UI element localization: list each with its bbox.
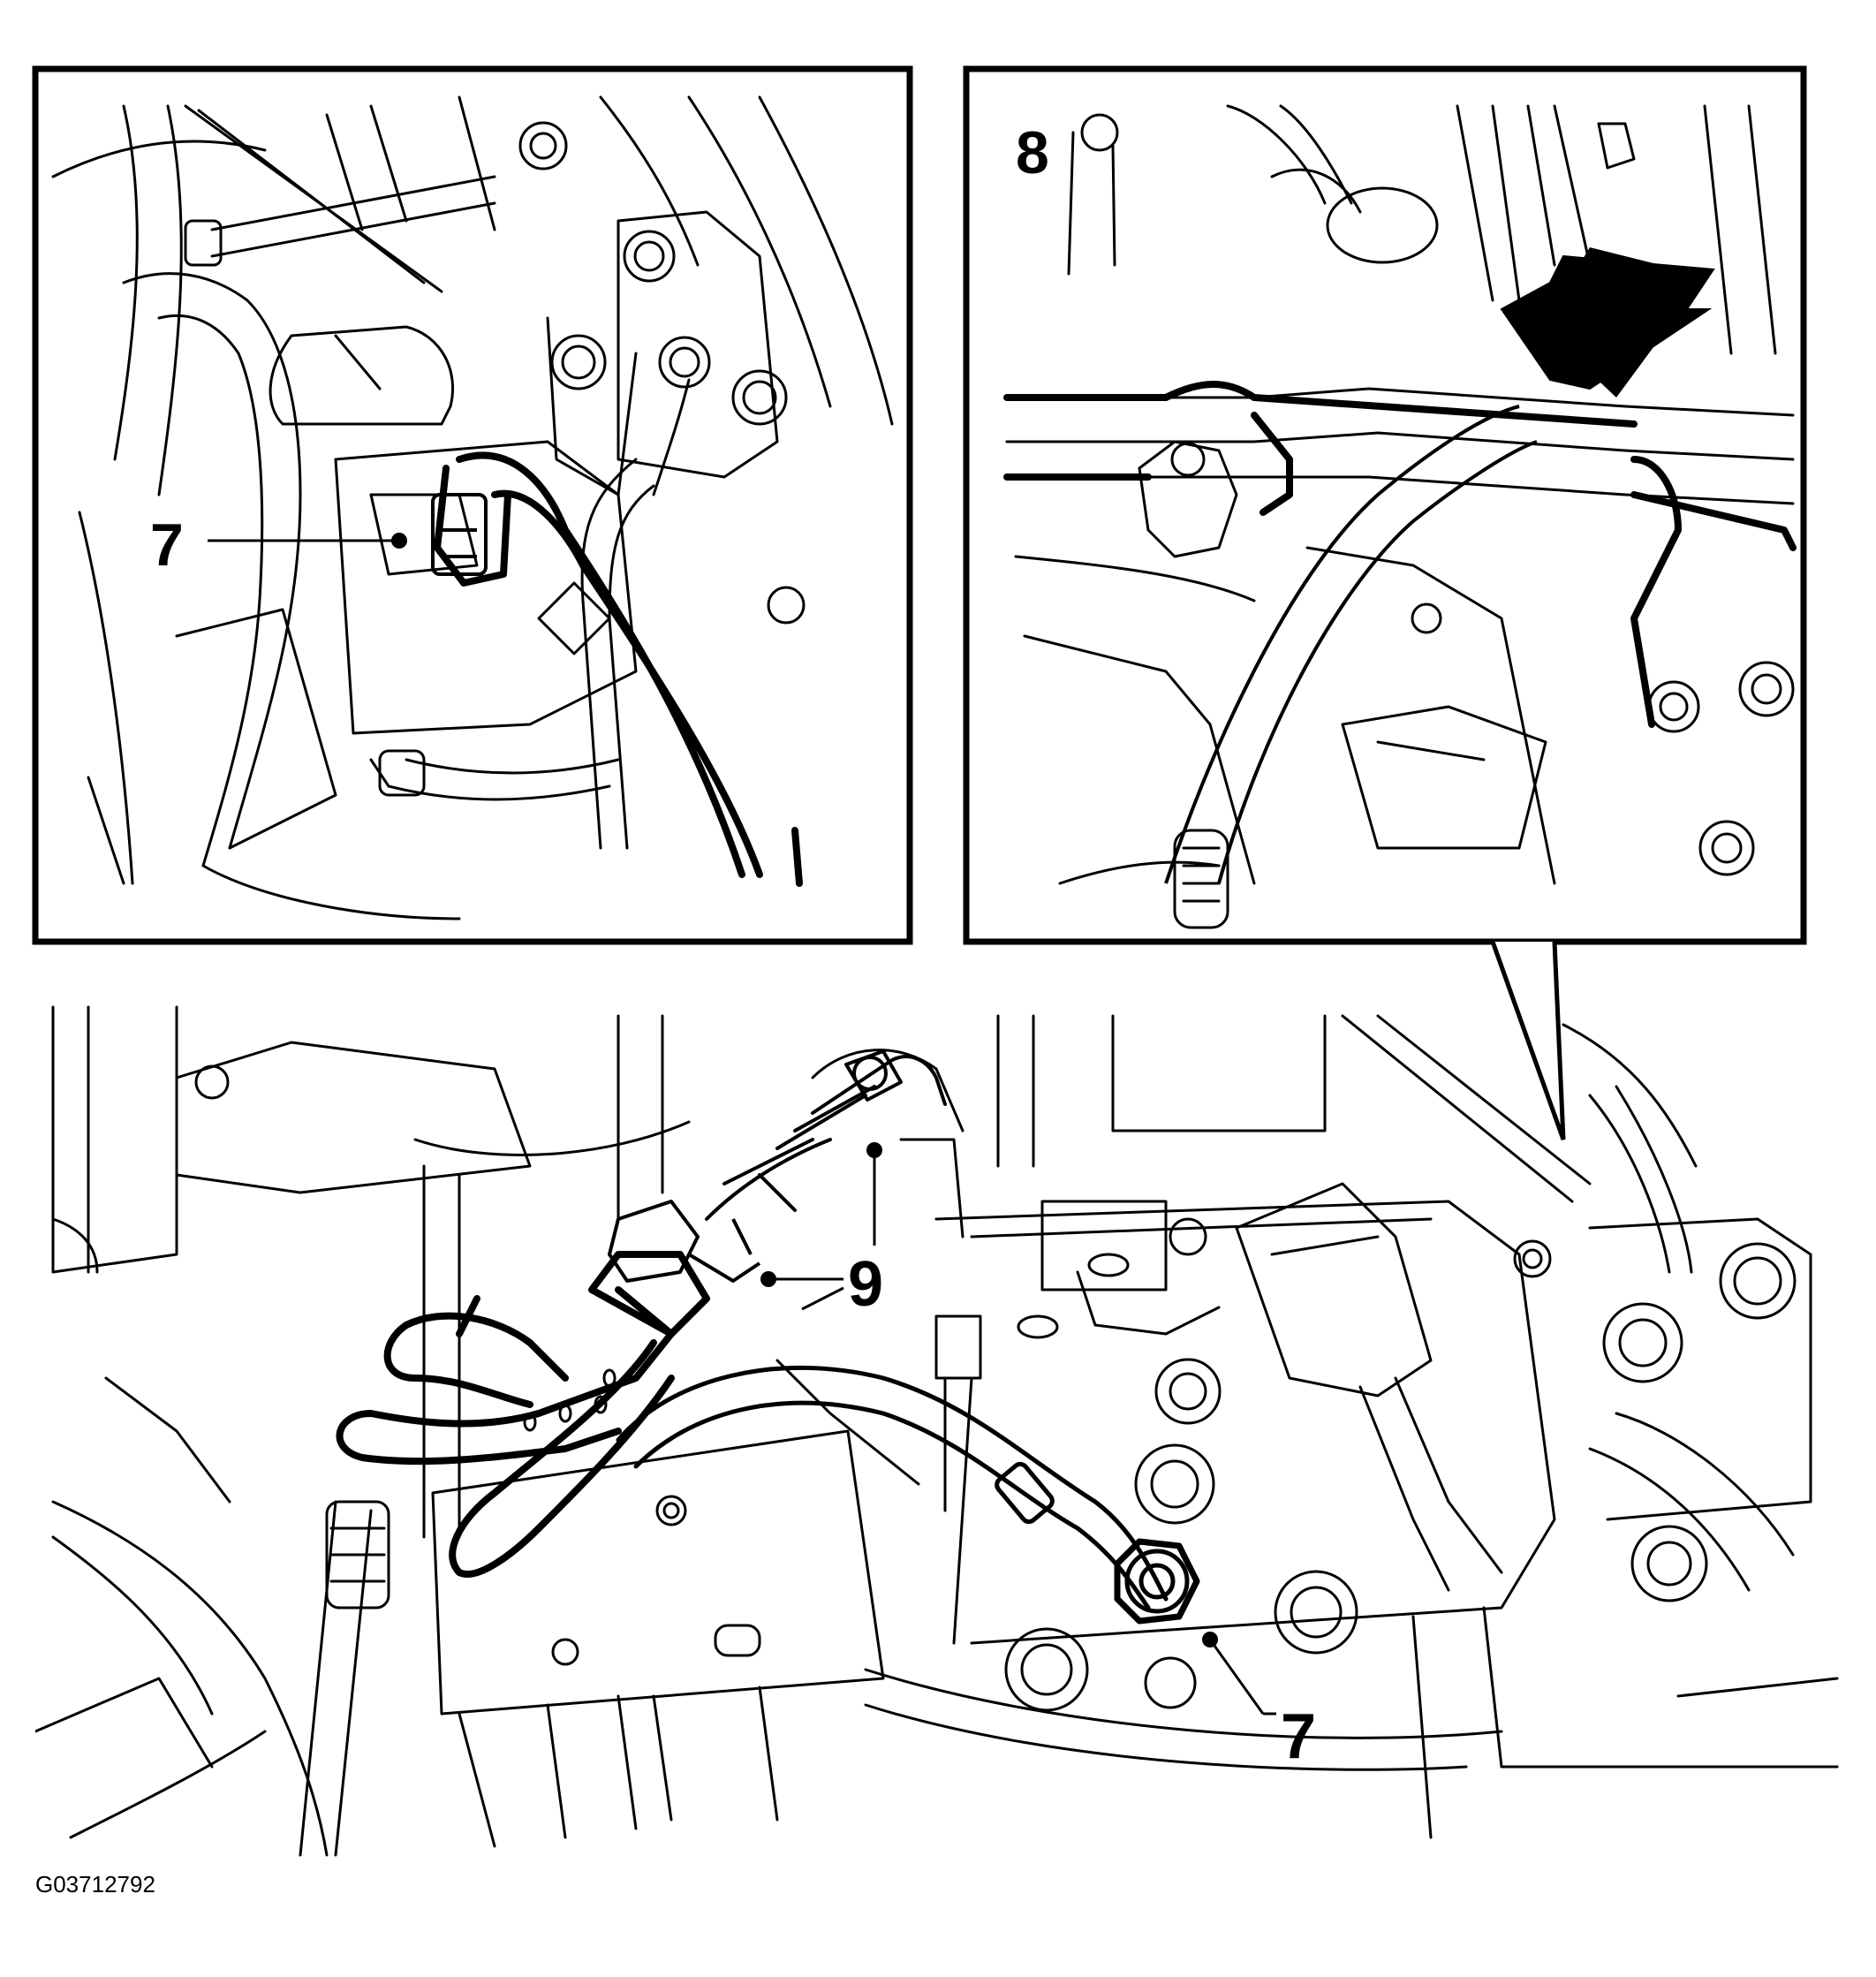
inset-top-right: 8 bbox=[963, 65, 1807, 945]
inset-top-left: 7 bbox=[32, 65, 913, 945]
inset-frame-top-left bbox=[32, 65, 913, 945]
connector-sensor bbox=[431, 493, 488, 576]
connector-harness-highlight bbox=[434, 451, 803, 887]
main-view: 9 7 bbox=[35, 1005, 1839, 1857]
connector-box bbox=[1235, 1182, 1433, 1398]
callout-7-bottom: 7 bbox=[1281, 1701, 1316, 1772]
leader-line-7-bottom bbox=[1208, 1639, 1265, 1715]
brake-pipe-main bbox=[616, 1365, 1190, 1614]
leader-dot-7-bottom bbox=[1202, 1632, 1218, 1648]
leader-dot-9-lower bbox=[760, 1271, 776, 1287]
callout-7-top-left: 7 bbox=[150, 511, 184, 579]
callout-8-top-right: 8 bbox=[1016, 119, 1049, 186]
callout-9-bottom: 9 bbox=[848, 1249, 883, 1320]
hose-top-right bbox=[1164, 405, 1538, 884]
figure-id: G03712792 bbox=[35, 1871, 155, 1897]
tube-highlight-top-right bbox=[1003, 381, 1797, 728]
leader-line-9-lower-b bbox=[801, 1286, 844, 1311]
direction-arrow-head-icon bbox=[1541, 247, 1678, 398]
leader-dot-9-upper bbox=[866, 1142, 882, 1158]
pliers-rivets bbox=[523, 1368, 617, 1432]
hose-clamp-pliers bbox=[336, 1251, 710, 1578]
inset-pointer bbox=[1490, 941, 1566, 1140]
banjo-bolt bbox=[1114, 1538, 1200, 1625]
fitting-nut bbox=[608, 1200, 761, 1283]
leader-dot-7-top-left bbox=[391, 533, 407, 549]
hose-fitting-upper bbox=[705, 1049, 947, 1221]
inset-frame-top-right bbox=[963, 65, 1807, 945]
